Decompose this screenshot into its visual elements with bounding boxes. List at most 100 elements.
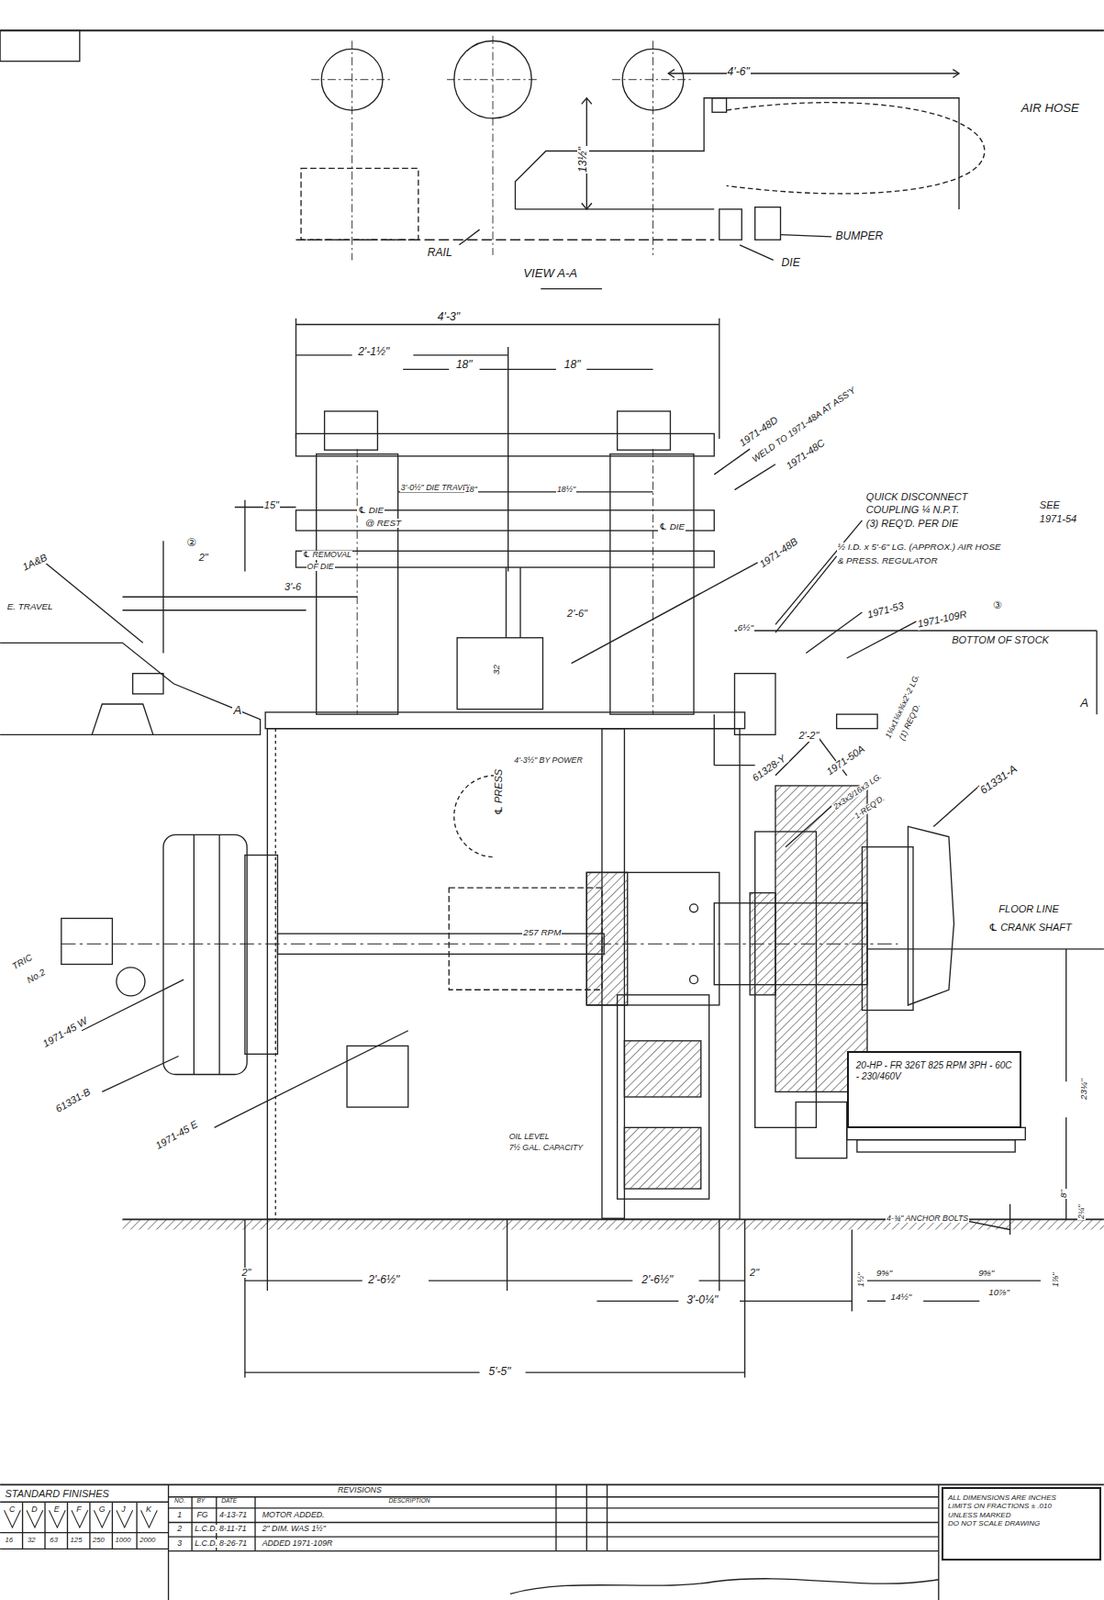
drawing-label: C — [8, 1505, 16, 1514]
drawing-label: 1000 — [114, 1536, 133, 1544]
drawing-label: 2'-6" — [566, 608, 589, 620]
drawing-label: TRIC — [10, 951, 35, 972]
drawing-label: 5'-5" — [487, 1365, 512, 1378]
drawing-label: BOTTOM OF STOCK — [950, 635, 1050, 647]
drawing-label: 2" DIM. WAS 1½" — [261, 1524, 327, 1533]
drawing-label: QUICK DISCONNECT — [865, 491, 970, 503]
drawing-label: 23¼" — [1079, 1077, 1089, 1101]
drawing-label: & PRESS. REGULATOR — [836, 556, 939, 566]
drawing-note: UNLESS MARKED — [947, 1510, 1095, 1520]
drawing-label: 8-26-71 — [218, 1538, 248, 1548]
drawing-label: 18" — [455, 358, 474, 371]
drawing-note: LIMITS ON FRACTIONS ± .010 — [947, 1501, 1095, 1511]
drawing-label: 8-11-71 — [218, 1524, 248, 1533]
drawing-label: 63 — [48, 1536, 59, 1544]
drawing-label: 1971-48B — [757, 535, 801, 570]
drawing-label: 1971-54 — [1038, 513, 1078, 525]
drawing-label: FG — [195, 1510, 209, 1519]
drawing-label: 61331-A — [977, 762, 1020, 798]
drawing-label: 1971-50A — [824, 743, 868, 779]
drawing-label: 2'-6½" — [640, 1273, 674, 1286]
drawing-label: 1½" — [857, 1271, 866, 1288]
drawing-label: 3 — [176, 1538, 183, 1548]
drawing-label: 1A&B — [20, 551, 50, 573]
drawing-label: 4'-3" — [436, 311, 461, 324]
drawing-label: 4-¾" ANCHOR BOLTS — [885, 1214, 970, 1223]
drawing-note: DO NOT SCALE DRAWING — [947, 1518, 1095, 1528]
drawing-note: ALL DIMENSIONS ARE INCHES — [947, 1493, 1095, 1503]
drawing-label: 14½" — [890, 1292, 914, 1302]
drawing-label: REVISIONS — [336, 1485, 383, 1495]
drawing-label: 2'-6½" — [367, 1273, 401, 1286]
drawing-label: 4'-6" — [726, 66, 751, 79]
drawing-label: 2" — [198, 552, 210, 564]
drawing-label: AIR HOSE — [1020, 101, 1081, 115]
drawing-label: 2000 — [138, 1536, 157, 1544]
drawing-label: 6½" — [736, 623, 755, 633]
drawing-label: 32 — [491, 663, 502, 676]
drawing-label: ℄ CRANK SHAFT — [987, 922, 1073, 934]
drawing-label: 2" — [748, 1267, 760, 1279]
drawing-label: DESCRIPTION — [387, 1497, 431, 1505]
drawing-label: 1⅞" — [1051, 1271, 1060, 1288]
drawing-label: VIEW A-A — [522, 267, 579, 280]
drawing-label: 1971-109R — [915, 608, 970, 630]
drawing-label: L.C.D. — [193, 1524, 219, 1533]
drawing-label: ℄ DIE — [356, 505, 385, 515]
drawing-label: 2" — [240, 1267, 252, 1279]
drawing-label: OIL LEVEL — [508, 1132, 551, 1141]
drawing-label: 1971-48C — [783, 436, 828, 472]
drawing-label: F — [75, 1505, 82, 1514]
drawing-label: 1971-45 W — [40, 1014, 90, 1050]
drawing-label: 18½" — [556, 485, 577, 494]
drawing-label: 32 — [26, 1536, 37, 1544]
drawing-label: 7½ GAL. CAPACITY — [508, 1143, 585, 1152]
drawing-label: 13½" — [577, 145, 590, 174]
drawing-label: ℄ REMOVAL — [301, 550, 353, 559]
drawing-label: 1971-53 — [865, 600, 906, 621]
drawing-label: 3'-6 — [283, 581, 302, 593]
drawing-label: K — [144, 1505, 153, 1514]
drawing-label: 1 — [176, 1510, 183, 1519]
drawing-label: MOTOR ADDED. — [261, 1510, 326, 1519]
drawing-label: 1971-45 E — [153, 1118, 201, 1152]
drawing-label: 3'-0¼" — [685, 1293, 719, 1306]
drawing-label: 4'-3½" BY POWER — [512, 756, 584, 765]
drawing-label: 8" — [1059, 1188, 1069, 1199]
drawing-label: STANDARD FINISHES — [3, 1488, 110, 1500]
drawing-label: ½ I.D. x 5'-6" LG. (APPROX.) AIR HOSE — [836, 542, 1003, 552]
drawing-label: SEE — [1038, 500, 1061, 512]
notes-box: ALL DIMENSIONS ARE INCHESLIMITS ON FRACT… — [941, 1486, 1102, 1561]
drawing-label: ③ — [992, 600, 1004, 612]
drawing-label: BUMPER — [834, 230, 884, 243]
drawing-label: L.C.D. — [193, 1538, 219, 1548]
drawing-label: 125 — [69, 1536, 84, 1544]
drawing-label: BY — [195, 1497, 206, 1505]
drawing-label: DATE — [220, 1497, 238, 1505]
drawing-label: 4-13-71 — [218, 1510, 248, 1519]
drawing-label: A — [1079, 696, 1090, 710]
drawing-label: 18" — [563, 358, 582, 371]
drawing-label: ℄ DIE — [657, 522, 686, 532]
drawing-label: 2'-2" — [797, 730, 820, 742]
drawing-label: E. TRAVEL — [6, 602, 55, 612]
drawing-label: @ REST — [364, 518, 402, 528]
drawing-label: 18" — [464, 485, 479, 494]
drawing-label: 9⅝" — [875, 1268, 893, 1278]
drawing-label: 257 RPM — [522, 927, 562, 937]
drawing-label: ℄ PRESS — [493, 768, 505, 816]
motor-box: 20-HP - FR 326T 825 RPM 3PH - 60C - 230/… — [847, 1050, 1022, 1128]
drawing-label: A — [232, 703, 243, 717]
drawing-label: E — [53, 1505, 61, 1514]
drawing-label: ② — [185, 536, 198, 549]
drawing-label: 9⅝" — [977, 1268, 995, 1278]
drawing-label: 2'-1½" — [356, 345, 391, 358]
drawing-label: NO. — [173, 1497, 187, 1505]
drawing-label: RAIL — [426, 246, 454, 259]
drawing-label: D — [30, 1505, 38, 1514]
drawing-label: 3'-0½" DIE TRAVEL — [400, 483, 474, 492]
drawing-label: OF DIE — [306, 562, 335, 571]
drawing-label: 10⅞" — [987, 1287, 1011, 1297]
drawing-label: No.2 — [24, 967, 48, 986]
